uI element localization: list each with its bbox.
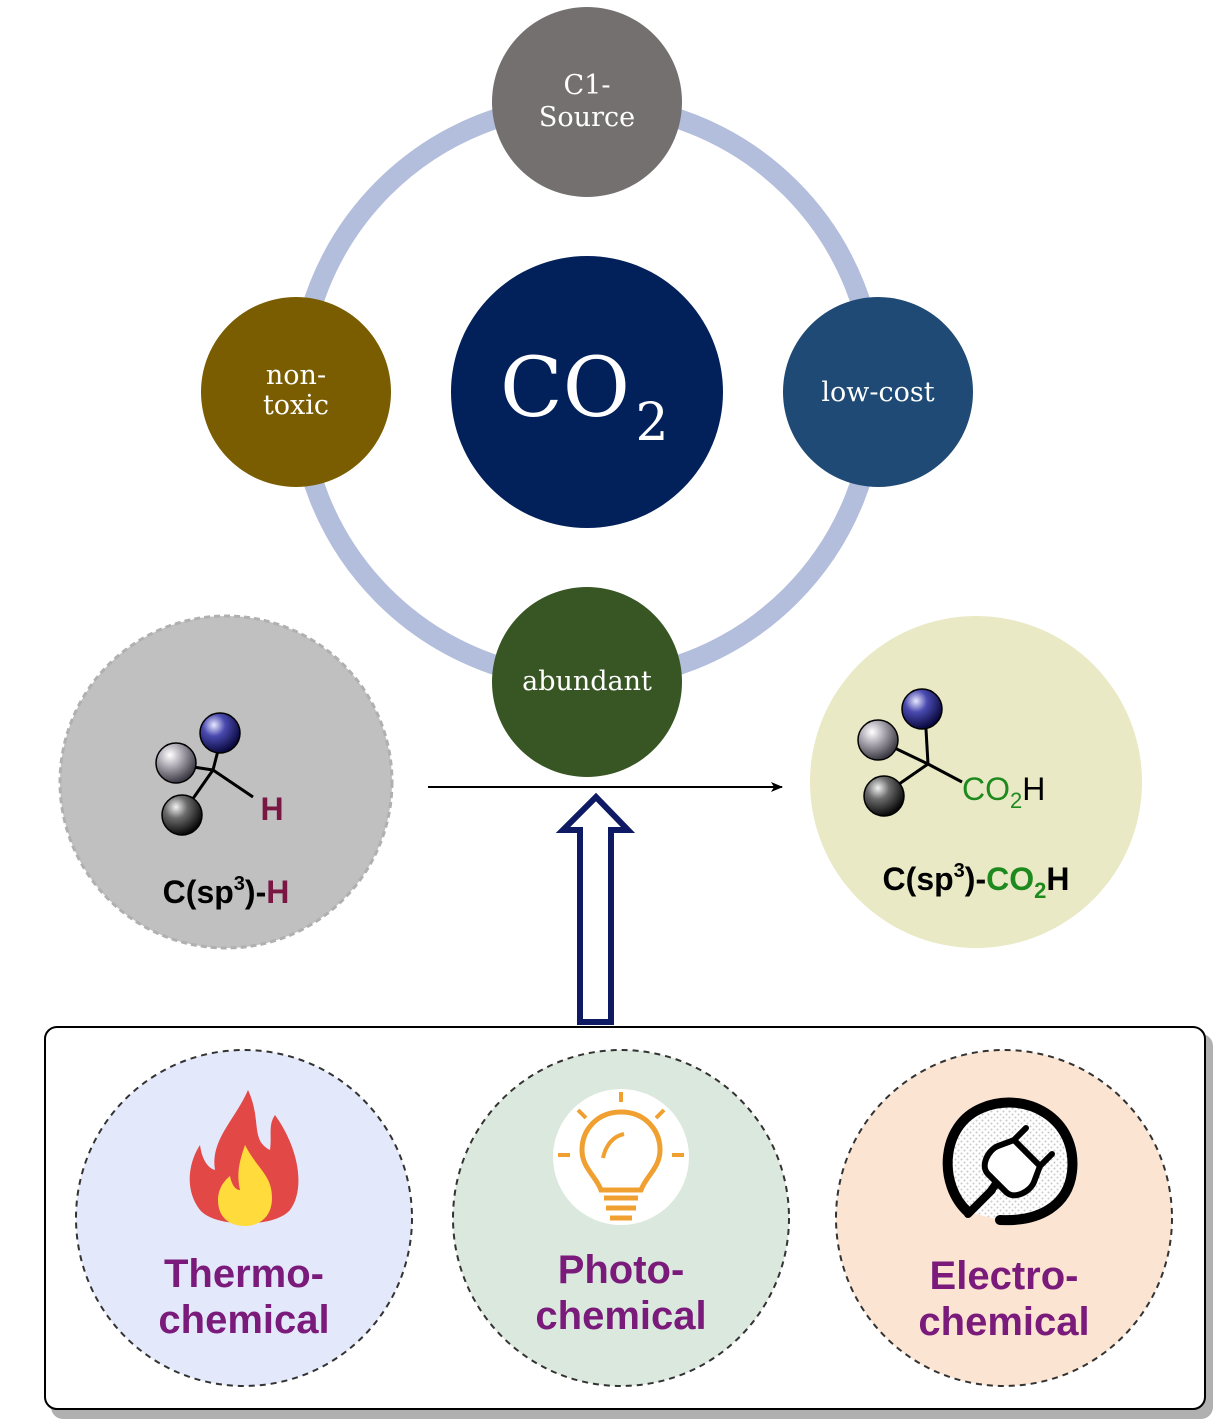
reactant-circle <box>58 614 394 950</box>
flame-icon <box>189 1090 299 1226</box>
lightbulb-icon <box>553 1089 689 1225</box>
property-node-abundant <box>492 587 682 777</box>
product-co2h-group: CO2H <box>962 771 1045 813</box>
reactant-h-atom: H <box>260 791 283 827</box>
property-left-line1: non- <box>266 360 326 391</box>
energy-input-arrow <box>555 792 636 1025</box>
method-photo-line2: chemical <box>535 1294 706 1338</box>
property-top-line2: Source <box>539 102 635 133</box>
product-atom-gray <box>857 719 899 761</box>
method-electro-line2: chemical <box>918 1300 1089 1344</box>
method-thermo-line1: Thermo- <box>164 1252 324 1296</box>
method-photo-line1: Photo- <box>558 1248 685 1292</box>
property-node-c1-source <box>492 7 682 197</box>
property-bottom-label: abundant <box>522 666 652 697</box>
co2-center-subscript: 2 <box>635 393 668 453</box>
property-top-line1: C1- <box>564 70 611 101</box>
property-left-line2: toxic <box>263 390 329 421</box>
reactant-label: C(sp3)-H <box>163 873 290 910</box>
co2-center-circle <box>451 256 723 528</box>
plug-icon <box>942 1097 1078 1226</box>
method-electro-line1: Electro- <box>930 1254 1079 1298</box>
product-label: C(sp3)-CO2H <box>883 860 1070 903</box>
product-atom-blue <box>901 688 943 730</box>
co2-center-text: CO <box>500 341 630 436</box>
reactant-molecule <box>155 712 254 836</box>
product-circle <box>810 616 1142 948</box>
property-node-low-cost <box>783 297 973 487</box>
method-thermo-line2: chemical <box>158 1298 329 1342</box>
product-atom-black <box>863 775 905 817</box>
property-right-label: low-cost <box>821 377 934 408</box>
property-node-non-toxic <box>201 297 391 487</box>
product-molecule <box>857 688 963 817</box>
reactant-atom-black <box>161 794 203 836</box>
reactant-atom-gray <box>155 742 197 784</box>
reactant-atom-blue <box>199 712 241 754</box>
